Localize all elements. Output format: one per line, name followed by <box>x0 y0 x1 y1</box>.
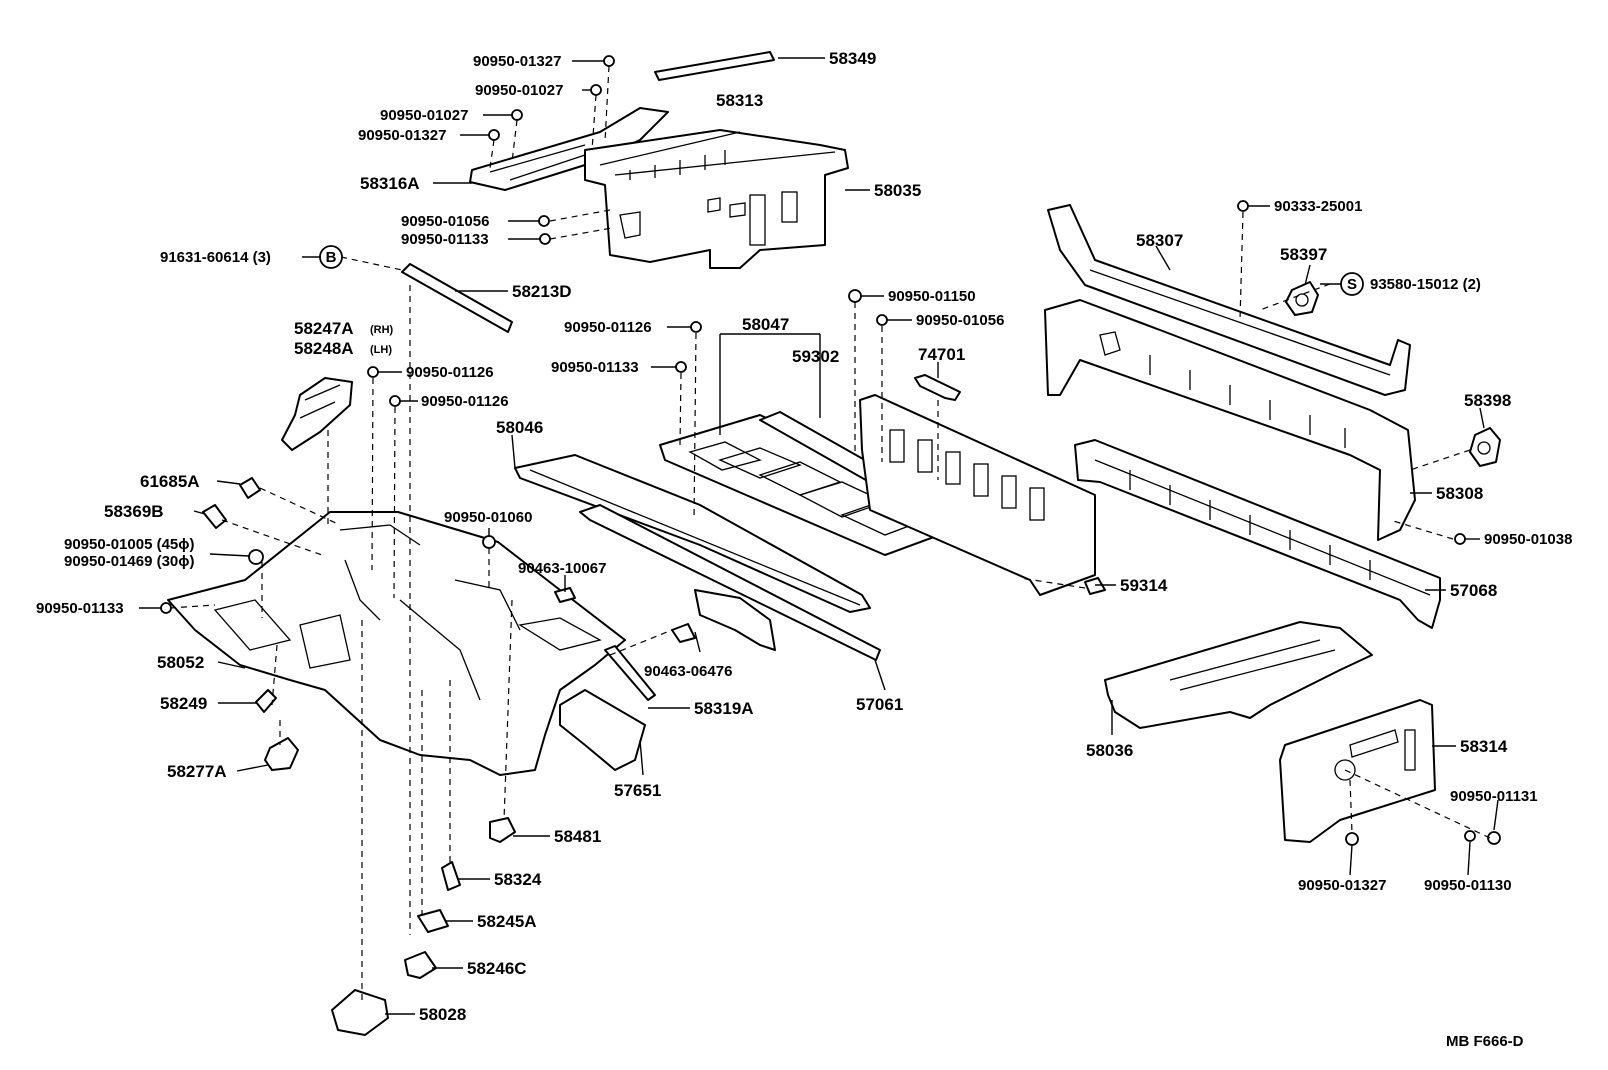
part-58397 <box>1285 281 1319 316</box>
label-58277A: 58277A <box>167 762 227 781</box>
part-58035-panel <box>584 129 849 269</box>
label-90950-01027-top: 90950-01027 <box>475 82 563 99</box>
label-90950-01126-c: 90950-01126 <box>564 319 652 336</box>
label-58308: 58308 <box>1436 484 1483 503</box>
part-74701 <box>914 374 961 401</box>
label-58046: 58046 <box>496 418 543 437</box>
label-58324: 58324 <box>494 870 542 889</box>
part-90463-06476-clip <box>671 623 696 643</box>
part-58398 <box>1469 427 1501 467</box>
part-58249 <box>255 689 277 713</box>
label-58314: 58314 <box>1460 737 1508 756</box>
fastener-group <box>160 55 1501 846</box>
part-58308 <box>1044 299 1416 541</box>
part-58307 <box>1047 204 1411 396</box>
label-90950-01327-top: 90950-01327 <box>473 53 561 70</box>
leader-lines <box>139 57 1499 1015</box>
label-58247A: 58247A <box>294 319 354 338</box>
label-58349: 58349 <box>829 49 876 68</box>
label-58249: 58249 <box>160 694 207 713</box>
part-58246C <box>404 951 437 979</box>
circled-s-symbol: S <box>1340 272 1364 296</box>
part-58349 <box>654 51 775 81</box>
part-58277A <box>264 737 299 771</box>
label-58047: 58047 <box>742 315 789 334</box>
part-58245A <box>417 909 449 933</box>
label-90950-01469: 90950-01469 (30ϕ) <box>64 553 195 570</box>
label-74701: 74701 <box>918 345 965 364</box>
part-58052 <box>167 511 626 776</box>
part-58028 <box>331 989 389 1036</box>
label-90950-01133-left: 90950-01133 <box>401 231 489 248</box>
label-90950-01133-low: 90950-01133 <box>36 600 124 617</box>
label-90950-01038: 90950-01038 <box>1484 531 1572 548</box>
label-59302: 59302 <box>792 347 839 366</box>
label-58316A: 58316A <box>360 174 420 193</box>
label-90950-01327-left: 90950-01327 <box>358 127 446 144</box>
label-58481: 58481 <box>554 827 601 846</box>
symbol-b-text: B <box>326 249 337 266</box>
label-90950-01131: 90950-01131 <box>1450 788 1538 805</box>
part-58319A <box>604 645 656 701</box>
label-58052: 58052 <box>157 653 204 672</box>
label-90463-06476: 90463-06476 <box>644 663 732 680</box>
label-57651: 57651 <box>614 781 661 800</box>
label-59314: 59314 <box>1120 576 1168 595</box>
label-58398: 58398 <box>1464 391 1511 410</box>
label-90950-01060: 90950-01060 <box>444 509 532 526</box>
part-58036 <box>1104 621 1373 729</box>
label-lh: (LH) <box>370 344 392 356</box>
part-58481 <box>489 817 516 843</box>
part-61685A <box>239 477 261 499</box>
figure-code: MB F666-D <box>1446 1033 1524 1050</box>
label-58248A: 58248A <box>294 339 354 358</box>
part-58046 <box>514 454 881 661</box>
label-58246C: 58246C <box>467 959 527 978</box>
label-58369B: 58369B <box>104 502 164 521</box>
part-59314 <box>1084 577 1106 595</box>
part-labels: 58349 90950-01327 90950-01027 58313 9095… <box>36 49 1572 1050</box>
label-58319A: 58319A <box>694 699 754 718</box>
part-rear-wall <box>859 394 1096 596</box>
label-90950-01133-mid: 90950-01133 <box>551 359 639 376</box>
part-57651 <box>559 689 646 771</box>
label-58028: 58028 <box>419 1005 466 1024</box>
part-58316A <box>469 107 669 191</box>
label-90950-01150: 90950-01150 <box>888 288 976 305</box>
part-58314 <box>1279 699 1436 843</box>
label-58213D: 58213D <box>512 282 572 301</box>
label-90463-10067: 90463-10067 <box>518 560 606 577</box>
label-58307: 58307 <box>1136 231 1183 250</box>
assembly-lines <box>169 65 1491 1000</box>
label-90950-01126-a: 90950-01126 <box>406 364 494 381</box>
symbol-s-text: S <box>1347 276 1357 293</box>
label-90950-01327-low: 90950-01327 <box>1298 877 1386 894</box>
label-90950-01126-b: 90950-01126 <box>421 393 509 410</box>
label-90950-01005: 90950-01005 (45ϕ) <box>64 536 195 553</box>
label-90333-25001: 90333-25001 <box>1274 198 1362 215</box>
label-93580-15012: 93580-15012 (2) <box>1370 276 1481 293</box>
label-61685A: 61685A <box>140 472 200 491</box>
label-91631-60614: 91631-60614 (3) <box>160 249 271 266</box>
part-58324 <box>441 861 461 891</box>
circled-b-symbol: B <box>319 245 343 269</box>
label-57068: 57068 <box>1450 581 1497 600</box>
label-rh: (RH) <box>370 324 394 336</box>
label-90950-01056-left: 90950-01056 <box>401 213 489 230</box>
label-58397: 58397 <box>1280 245 1327 264</box>
part-58247A <box>281 377 353 451</box>
label-90950-01130: 90950-01130 <box>1424 877 1512 894</box>
label-90950-01027-left: 90950-01027 <box>380 107 468 124</box>
part-57068 <box>1074 439 1441 629</box>
label-58245A: 58245A <box>477 912 537 931</box>
label-57061: 57061 <box>856 695 903 714</box>
part-58369B <box>202 504 227 529</box>
label-58313: 58313 <box>716 91 763 110</box>
label-90950-01056-mid: 90950-01056 <box>916 312 1004 329</box>
part-58213D <box>401 263 513 333</box>
label-58035: 58035 <box>874 181 921 200</box>
label-58036: 58036 <box>1086 741 1133 760</box>
